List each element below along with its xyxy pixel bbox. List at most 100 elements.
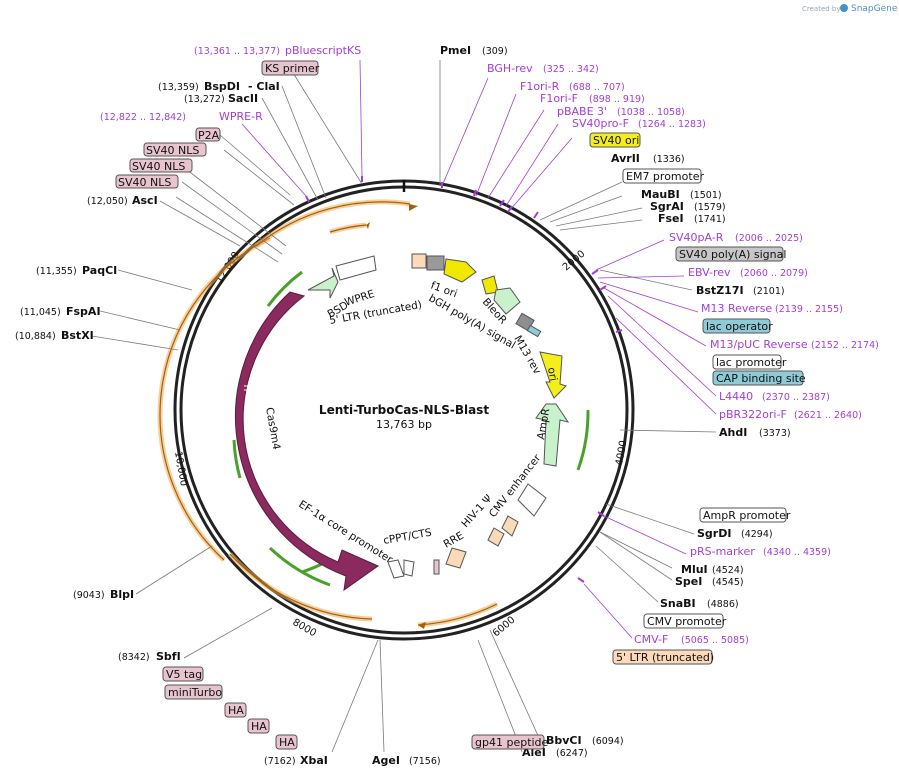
primer-pbluescriptks[interactable]: pBluescriptKS	[285, 44, 361, 57]
label-rre: RRE	[442, 530, 466, 551]
ampr-feature	[535, 403, 570, 467]
feature-label-em7: EM7 promoter	[626, 170, 704, 183]
primer-pbabe3[interactable]: pBABE 3'	[557, 105, 607, 118]
primer-l4440[interactable]: L4440	[719, 390, 753, 403]
primer-bgh-rev-pos: (325 .. 342)	[543, 64, 599, 75]
feature-box-lac-operator[interactable]	[702, 318, 771, 334]
site-alei-pos: (6247)	[556, 748, 588, 759]
feature-box-cap-site[interactable]	[712, 370, 804, 386]
primer-m13-reverse[interactable]: M13 Reverse	[701, 302, 772, 315]
primer-m13-reverse-pos: (2139 .. 2155)	[775, 304, 843, 315]
feature-label-miniturbo: miniTurbo	[168, 686, 222, 699]
site-spei[interactable]: SpeI	[675, 575, 702, 588]
site-blpi[interactable]: BlpI	[110, 588, 134, 601]
primer-wpre-r[interactable]: WPRE-R	[219, 110, 263, 123]
site-sbfi-pos: (8342)	[118, 652, 150, 663]
feature-box-sv40-polya[interactable]	[675, 246, 784, 262]
site-sgrdi[interactable]: SgrDI	[697, 527, 731, 540]
feature-box-ha-2[interactable]	[247, 718, 270, 734]
site-xbai[interactable]: XbaI	[300, 754, 328, 767]
site-maubi[interactable]: MauBI	[641, 188, 680, 201]
feature-label-nls-3: SV40 NLS	[118, 176, 171, 189]
site-paqci-pos: (11,355)	[36, 266, 77, 277]
feature-label-ha-2: HA	[251, 720, 267, 733]
site-sgrai[interactable]: SgrAI	[650, 200, 684, 213]
primer-pbr322ori-f[interactable]: pBR322ori-F	[719, 408, 787, 421]
site-sbfi[interactable]: SbfI	[156, 650, 181, 663]
site-sacii[interactable]: SacII	[228, 92, 258, 105]
primer-sv40pro-f[interactable]: SV40pro-F	[572, 117, 629, 130]
feature-box-ha-3[interactable]	[275, 734, 298, 750]
site-paqci[interactable]: PaqCI	[82, 264, 117, 277]
f1ori-feature	[443, 258, 477, 283]
feature-label-gp41: gp41 peptide	[475, 736, 549, 749]
site-snabi[interactable]: SnaBI	[660, 597, 696, 610]
feature-box-miniturbo[interactable]	[164, 684, 223, 700]
primer-sv40pa-r[interactable]: SV40pA-R	[669, 231, 724, 244]
feature-label-v5: V5 tag	[166, 668, 202, 681]
primer-l4440-pos: (2370 .. 2387)	[762, 392, 830, 403]
primer-f1ori-r[interactable]: F1ori-R	[520, 80, 560, 93]
feature-box-nls-3[interactable]	[115, 174, 179, 189]
feature-label-nls-2: SV40 NLS	[132, 160, 185, 173]
gp41-feature	[433, 559, 440, 575]
label-cas9m4: Cas9m4	[263, 406, 282, 451]
feature-label-cmv-promoter: CMV promoter	[647, 615, 727, 628]
green-arcs	[232, 270, 590, 587]
site-bstz17i-pos: (2101)	[753, 286, 785, 297]
site-avrii[interactable]: AvrII	[611, 152, 640, 165]
feature-label-cap-site: CAP binding site	[716, 372, 806, 385]
feature-label-lac-operator: lac operator	[706, 320, 773, 333]
feature-box-nls-2[interactable]	[129, 158, 193, 173]
site-bstxi[interactable]: BstXI	[61, 329, 94, 342]
site-fspai-pos: (11,045)	[20, 307, 61, 318]
primer-prs-marker[interactable]: pRS-marker	[690, 545, 755, 558]
primer-f1ori-f[interactable]: F1ori-F	[540, 92, 578, 105]
cmv-promoter-feature	[501, 515, 519, 537]
site-snabi-pos: (4886)	[707, 599, 739, 610]
primer-cmv-f[interactable]: CMV-F	[634, 633, 668, 646]
primer-ebv-rev[interactable]: EBV-rev	[688, 266, 731, 279]
primer-marks	[305, 176, 623, 583]
site-bspdi[interactable]: BspDI	[204, 80, 240, 93]
feature-box-nls-1[interactable]	[143, 142, 207, 157]
primer-wpre-r-pos: (12,822 .. 12,842)	[100, 112, 186, 123]
site-asci[interactable]: AscI	[132, 194, 158, 207]
site-maubi-pos: (1501)	[690, 190, 722, 201]
feature-box-ks-primer[interactable]	[261, 60, 319, 76]
site-clai[interactable]: - ClaI	[248, 80, 280, 93]
feature-box-gp41[interactable]	[471, 734, 545, 750]
site-fsei[interactable]: FseI	[658, 212, 684, 225]
feature-box-ha-1[interactable]	[224, 702, 247, 718]
site-ahdi[interactable]: AhdI	[719, 426, 747, 439]
primer-cmv-f-pos: (5065 .. 5085)	[681, 635, 749, 646]
label-cppt: cPPT/CTS	[382, 527, 432, 547]
primer-pbr322ori-f-pos: (2621 .. 2640)	[794, 410, 862, 421]
site-bstz17i[interactable]: BstZ17I	[696, 284, 744, 297]
feature-box-lac-promoter[interactable]	[712, 354, 782, 370]
feature-box-ltr5[interactable]	[612, 649, 713, 665]
feature-box-sv40-ori[interactable]	[589, 132, 641, 148]
site-asci-pos: (12,050)	[87, 196, 128, 207]
feature-box-v5[interactable]	[162, 666, 204, 682]
site-fspai[interactable]: FspAI	[66, 305, 101, 318]
feature-box-em7[interactable]	[622, 168, 702, 184]
site-bbvci[interactable]: BbvCI	[546, 734, 582, 747]
site-avrii-pos: (1336)	[653, 154, 685, 165]
bsd-feature	[307, 267, 339, 299]
rre-feature	[445, 547, 467, 569]
site-ahdi-pos: (3373)	[759, 428, 791, 439]
primer-m13puc-reverse[interactable]: M13/pUC Reverse	[710, 338, 808, 351]
feature-box-p2a[interactable]	[195, 127, 221, 142]
primer-bgh-rev[interactable]: BGH-rev	[487, 62, 533, 75]
site-sgrai-pos: (1579)	[694, 202, 726, 213]
site-pmei[interactable]: PmeI	[440, 44, 471, 57]
site-agei[interactable]: AgeI	[372, 754, 400, 767]
feature-box-cmv-promoter[interactable]	[643, 613, 724, 629]
snapgene-logo-icon	[840, 4, 848, 12]
ori-feature	[539, 351, 567, 399]
feature-box-ampr-promoter[interactable]	[699, 507, 787, 523]
site-mlui[interactable]: MluI	[681, 563, 708, 576]
bleor-feature	[493, 287, 521, 315]
